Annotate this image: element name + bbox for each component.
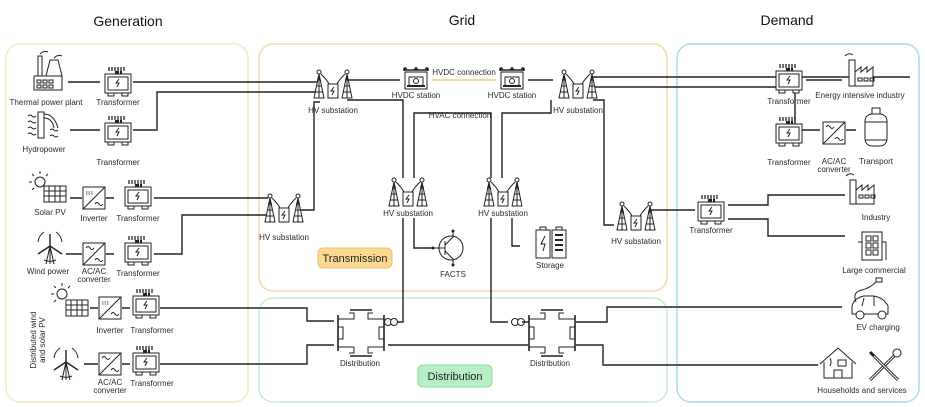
hv-substation-label: HV substation [478, 209, 528, 218]
wind-power-label: Wind power [27, 267, 70, 276]
transformer-icon [104, 115, 132, 146]
transformer-label: Transformer [116, 214, 160, 223]
acac-converter-label: AC/AC [822, 157, 847, 166]
distribution-node-icon [337, 309, 385, 357]
transmission-badge-label: Transmission [323, 253, 388, 265]
transformer-icon [104, 66, 132, 97]
energy-intensive-industry-label: Energy intensive industry [815, 91, 904, 100]
distribution-node-icon [528, 309, 576, 357]
facts-label: FACTS [440, 270, 466, 279]
transport-icon [864, 107, 888, 147]
hvdc-station-label: HVDC station [392, 91, 440, 100]
transformer-label: Transformer [96, 158, 140, 167]
demand-section [676, 43, 920, 403]
transport-label: Transport [859, 157, 894, 166]
transformer-icon [775, 63, 803, 94]
distributed-solar-icon [51, 283, 89, 317]
tools-icon [868, 348, 902, 382]
hv-substation-label: HV substation [259, 233, 309, 242]
hydropower-icon [27, 111, 59, 139]
hv-substation-label: HV substation [611, 237, 661, 246]
transformer-icon [132, 345, 160, 376]
large-commercial-label: Large commercial [842, 266, 906, 275]
transformer-label: Transformer [116, 269, 160, 278]
distributed-wind-icon [53, 347, 79, 381]
generation-section [5, 43, 249, 403]
transformer-icon [124, 179, 152, 210]
distributed-label: Distributed wind [29, 312, 38, 369]
thermal-power-plant-label: Thermal power plant [10, 98, 84, 107]
distribution-label: Distribution [340, 359, 380, 368]
hvdc-station-icon [402, 66, 430, 90]
wind-turbine-icon [37, 231, 63, 265]
inverter-label: Inverter [96, 326, 123, 335]
ev-charging-label: EV charging [856, 323, 900, 332]
generation-title: Generation [93, 13, 162, 29]
hydropower-label: Hydropower [22, 145, 65, 154]
acac-converter-label-2: converter [817, 165, 851, 174]
transformer-icon [132, 288, 160, 319]
distributed-label-2: and solar PV [38, 316, 47, 362]
transformer-label: Transformer [130, 326, 174, 335]
hv-substation-label: HV substation [383, 209, 433, 218]
storage-label: Storage [536, 261, 565, 270]
thermal-power-plant-icon [33, 50, 63, 91]
hv-substation-label: HV substation [553, 106, 603, 115]
hv-substation-icon [388, 177, 428, 207]
households-label: Households and services [817, 386, 906, 395]
inverter-icon [98, 296, 122, 320]
solar-pv-label: Solar PV [34, 208, 66, 217]
household-icon [819, 347, 857, 379]
hv-substation-icon [483, 177, 523, 207]
hvac-connection-label: HVAC connection [429, 111, 492, 120]
inverter-icon [82, 186, 106, 210]
hvdc-connection-label: HVDC connection [432, 68, 496, 77]
hvdc-station-icon [498, 66, 526, 90]
inverter-label: Inverter [80, 214, 107, 223]
distribution-badge [417, 364, 493, 388]
grid-title: Grid [449, 12, 475, 28]
transformer-icon [124, 235, 152, 266]
transmission-badge [317, 247, 393, 269]
distribution-badge-label: Distribution [427, 371, 482, 383]
acac-converter-label: AC/AC [82, 267, 107, 276]
transformer-label: Transformer [767, 97, 811, 106]
hv-substation-icon [264, 193, 304, 223]
distribution-section [258, 297, 668, 403]
ev-charging-icon [851, 277, 889, 320]
acac-converter-icon [98, 352, 122, 376]
storage-icon [535, 226, 567, 259]
acac-converter-label-2: converter [93, 386, 127, 395]
acac-converter-icon [82, 242, 106, 266]
acac-converter-label-2: converter [77, 275, 111, 284]
facts-icon [431, 229, 464, 267]
solar-pv-icon [29, 171, 67, 203]
transformer-icon [697, 194, 725, 225]
transformer-icon [775, 116, 803, 147]
coupler-icon [384, 318, 398, 326]
hvdc-station-label: HVDC station [488, 91, 536, 100]
transformer-label: Transformer [130, 379, 174, 388]
transformer-label: Transformer [689, 226, 733, 235]
industry-label: Industry [862, 213, 890, 222]
hv-substation-icon [313, 69, 353, 99]
acac-converter-label: AC/AC [98, 378, 123, 387]
acac-converter-icon [822, 121, 846, 145]
transformer-label: Transformer [767, 158, 811, 167]
large-commercial-icon [858, 231, 887, 261]
distribution-label: Distribution [530, 359, 570, 368]
transformer-label: Transformer [96, 98, 140, 107]
hv-substation-icon [558, 69, 598, 99]
demand-title: Demand [761, 12, 814, 28]
transmission-section [258, 43, 668, 292]
hv-substation-icon [616, 201, 656, 231]
energy-intensive-industry-icon [844, 53, 875, 87]
hv-substation-label: HV substation [308, 106, 358, 115]
industry-icon [845, 173, 876, 205]
